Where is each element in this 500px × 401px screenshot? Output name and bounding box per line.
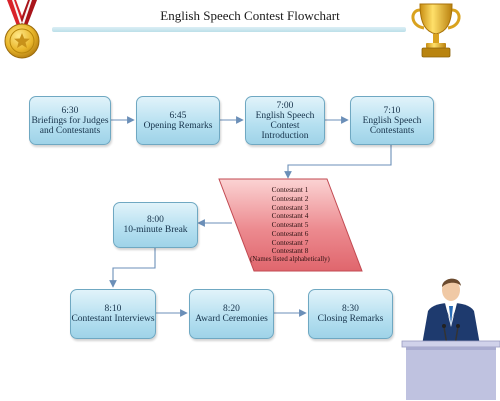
arrow-step4-to-contestants: [284, 145, 392, 179]
step-box-briefings: 6:30 Briefings for Judges and Contestant…: [29, 96, 111, 145]
contestant-item: Contestant 4: [271, 211, 309, 221]
step-label: Contest Introduction: [261, 120, 309, 141]
contestant-item: Contestant 8: [271, 246, 309, 256]
step-label: Opening Remarks: [143, 120, 213, 131]
step-label: Closing Remarks: [317, 314, 384, 324]
contestants-note: (Names listed alphabetically): [250, 255, 330, 263]
contestant-item: Contestant 6: [271, 228, 309, 238]
step-time: 8:30: [342, 304, 359, 314]
step-time: 8:00: [147, 215, 164, 225]
step-box-opening-remarks: 6:45 Opening Remarks: [136, 96, 220, 145]
step-box-speech-contestants: 7:10 English Speech Contestants: [350, 96, 434, 145]
speaker-at-podium-illustration: [401, 278, 500, 400]
title-underline-bar: [52, 27, 406, 32]
step-label: and Contestants: [39, 125, 101, 136]
step-time: 7:00: [276, 100, 294, 111]
contestant-item: Contestant 2: [271, 194, 309, 204]
arrow-break-to-interviews: [109, 247, 156, 288]
step-time: 7:10: [383, 105, 401, 116]
step-box-award-ceremonies: 8:20 Award Ceremonies: [189, 289, 274, 339]
contestant-item: Contestant 1: [271, 185, 309, 195]
step-box-contest-introduction: 7:00 English Speech Contest Introduction: [245, 96, 325, 145]
page-title: English Speech Contest Flowchart: [160, 8, 340, 23]
step-time: 8:10: [104, 304, 122, 314]
step-box-contestant-interviews: 8:10 Contestant Interviews: [70, 289, 156, 339]
contestant-item: Contestant 3: [271, 202, 309, 212]
step-label: Award Ceremonies: [195, 314, 268, 324]
step-label: 10-minute Break: [123, 225, 188, 235]
contestants-list: Contestant 1 Contestant 2 Contestant 3 C…: [222, 181, 358, 270]
contestants-parallelogram: [218, 178, 363, 272]
step-time: 6:30: [61, 105, 79, 116]
step-label: English Speech: [362, 115, 422, 126]
contestant-item: Contestant 5: [271, 220, 309, 230]
step-label: Briefings for Judges: [31, 115, 109, 126]
step-box-break: 8:00 10-minute Break: [113, 202, 198, 248]
step-time: 8:20: [223, 304, 240, 314]
step-label: Contestants: [369, 125, 415, 136]
medal-icon: [4, 0, 40, 59]
trophy-icon: [411, 3, 461, 58]
contestant-item: Contestant 7: [271, 237, 309, 247]
step-label: English Speech: [255, 110, 315, 121]
step-time: 6:45: [169, 110, 187, 121]
step-box-closing-remarks: 8:30 Closing Remarks: [308, 289, 393, 339]
step-label: Contestant Interviews: [71, 314, 155, 324]
